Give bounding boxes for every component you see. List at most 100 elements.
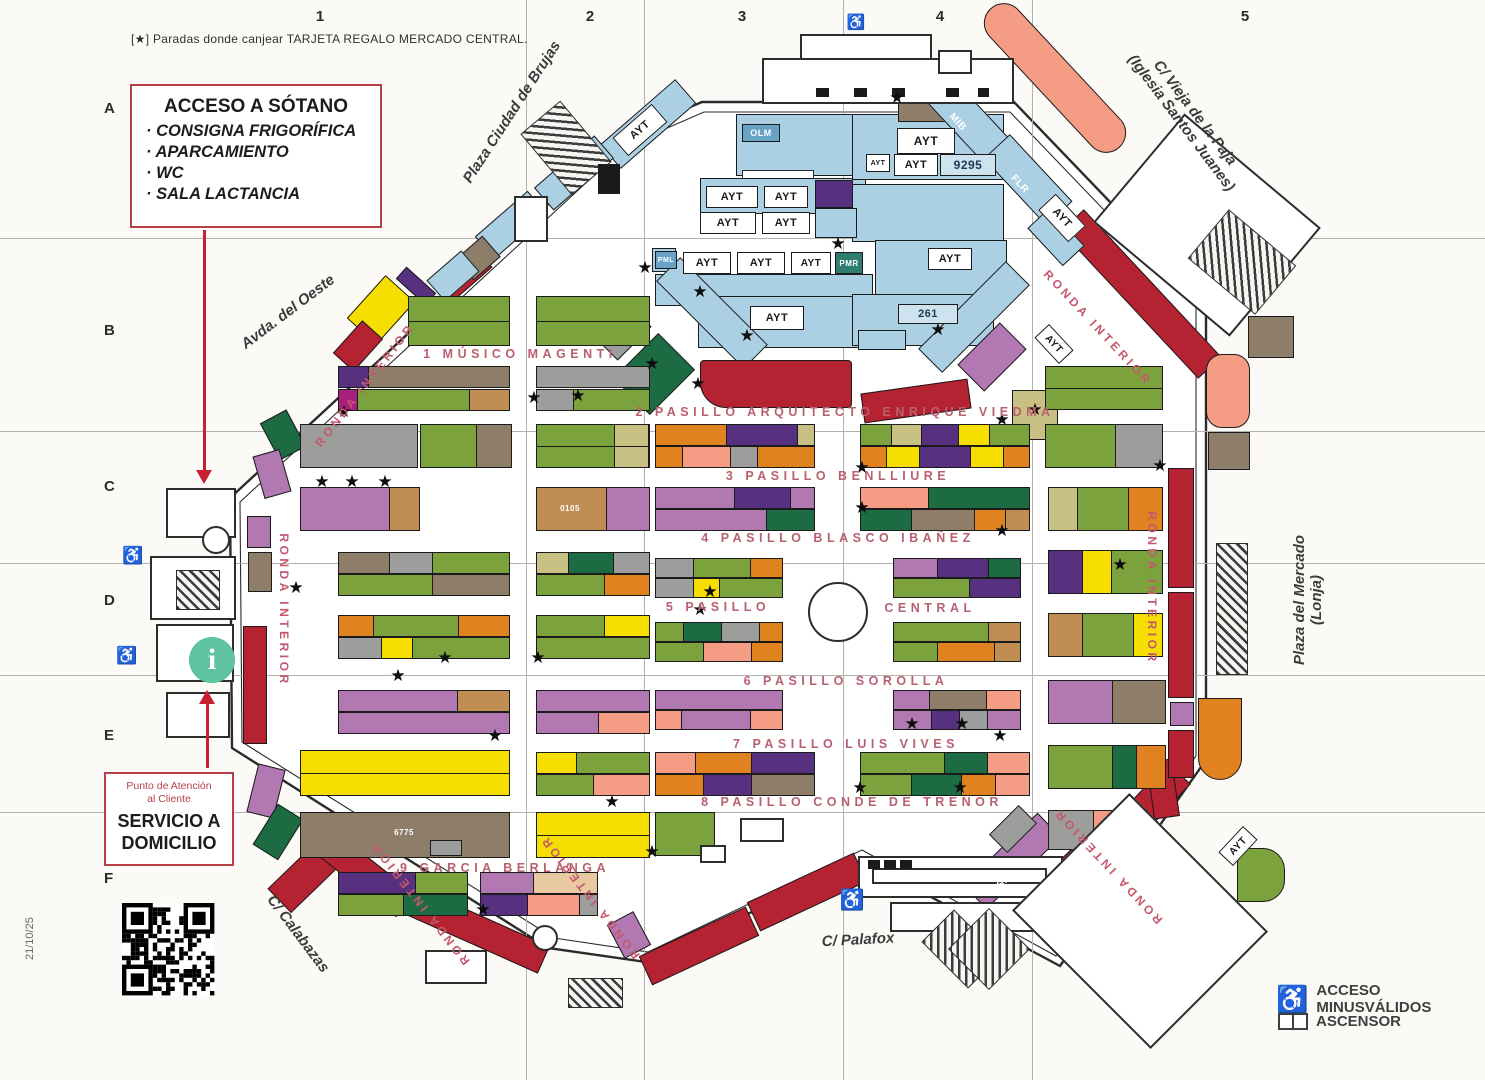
- aisle-label: 1 MÚSICO MAGENTI: [423, 347, 617, 361]
- stall-block: [1198, 698, 1242, 780]
- structure-outline: [740, 818, 784, 842]
- stall-cell: [861, 488, 929, 508]
- stall-block: [1045, 424, 1163, 468]
- star-legend: [★] Paradas donde canjear TARJETA REGALO…: [131, 32, 528, 46]
- circle-structure: [532, 925, 558, 951]
- gift-card-star-icon: ★: [487, 726, 503, 745]
- structure-outline: [700, 845, 726, 863]
- legend-access-label: ACCESO MINUSVÁLIDOS: [1316, 982, 1432, 1016]
- stall-cell: [1049, 551, 1084, 593]
- stall-cell: [606, 488, 649, 530]
- gift-card-star-icon: ★: [889, 88, 905, 107]
- stall-cell: [861, 775, 912, 795]
- ronda-interior-label: RONDA INTERIOR: [277, 533, 291, 687]
- stall-cell: [481, 873, 534, 893]
- grid-col-label: 2: [585, 8, 595, 25]
- stall-code-chip: AYT: [897, 128, 955, 154]
- stall-cell: [758, 447, 814, 467]
- stall-cell: [970, 447, 1005, 467]
- stall-cell: [368, 367, 509, 387]
- stall-block: [1048, 613, 1163, 657]
- stall-cell: [339, 616, 374, 636]
- stall-cell: [1046, 425, 1116, 467]
- stall-block: [536, 296, 650, 346]
- gift-card-star-icon: ★: [644, 842, 660, 861]
- gift-card-star-icon: ★: [690, 374, 706, 393]
- stall-cell: [861, 753, 945, 773]
- gift-card-star-icon: ★: [604, 792, 620, 811]
- stall-cell: [996, 775, 1029, 795]
- stall-cell: [301, 488, 390, 530]
- stall-cell: [735, 488, 791, 508]
- stall-cell: [988, 711, 1021, 729]
- stall-block: [860, 424, 1030, 446]
- gift-card-star-icon: ★: [336, 402, 352, 421]
- stall-block: [1168, 730, 1194, 778]
- wheelchair-icon: ♿: [846, 14, 866, 31]
- stall-cell: [1049, 746, 1113, 788]
- gift-card-star-icon: ★: [994, 521, 1010, 540]
- grid-row-label: B: [104, 322, 115, 339]
- stall-code-chip: AYT: [866, 154, 890, 172]
- acceso-item: · SALA LACTANCIA: [146, 185, 300, 203]
- stall-block: [655, 622, 783, 642]
- acceso-sotano-box: ACCESO A SÓTANO · CONSIGNA FRIGORÍFICA· …: [130, 84, 382, 228]
- gift-card-star-icon: ★: [702, 582, 718, 601]
- stall-cell: [704, 643, 753, 661]
- stall-cell: [989, 425, 1029, 445]
- acceso-item: · WC: [146, 164, 184, 182]
- structure-outline: [938, 50, 972, 74]
- wheelchair-icon: ♿: [122, 546, 144, 565]
- stall-block: [893, 710, 1021, 730]
- stall-block: [338, 615, 510, 637]
- elevator-icon: [1278, 1013, 1308, 1030]
- gift-card-star-icon: ★: [1152, 456, 1168, 475]
- stall-cell: [911, 510, 976, 530]
- grid-line: [0, 675, 1485, 676]
- gift-card-star-icon: ★: [314, 472, 330, 491]
- stall-code-chip: PML: [655, 251, 677, 269]
- qr-code: [122, 903, 215, 1001]
- gift-card-star-icon: ★: [994, 410, 1010, 429]
- stall-cell: [537, 775, 594, 795]
- stall-block: [893, 642, 1021, 662]
- stall-cell: [751, 559, 782, 577]
- stall-cell: [1049, 488, 1078, 530]
- stall-block: [338, 574, 510, 596]
- stall-block: [858, 330, 906, 350]
- aisle-label: 4 PASILLO BLASCO IBAÑEZ: [701, 531, 975, 545]
- gift-card-star-icon: ★: [437, 648, 453, 667]
- stall-cell: [537, 713, 600, 733]
- stall-cell: [537, 488, 607, 530]
- wheelchair-icon: ♿: [839, 889, 865, 912]
- grid-row-label: A: [104, 100, 115, 117]
- legend-access: ♿ ACCESO MINUSVÁLIDOS: [1276, 982, 1485, 1016]
- stall-cell: [477, 425, 511, 467]
- stall-cell: [656, 510, 767, 530]
- stall-cell: [945, 753, 988, 773]
- gift-card-star-icon: ★: [904, 714, 920, 733]
- stall-cell: [962, 775, 996, 795]
- aisle-label: 9 GARCIA BERLANGA: [399, 861, 611, 875]
- gift-card-star-icon: ★: [1112, 555, 1128, 574]
- circle-structure: [202, 526, 230, 554]
- stall-block: [338, 712, 510, 734]
- stall-cell: [339, 367, 369, 387]
- stall-cell: [339, 575, 433, 595]
- stall-block: [420, 424, 512, 468]
- stall-cell: [403, 895, 467, 915]
- stall-cell: [656, 753, 696, 773]
- stall-code-chip: AYT: [894, 154, 938, 176]
- stall-block: [860, 446, 1030, 468]
- stall-cell: [537, 616, 605, 636]
- stall-cell: [759, 623, 783, 641]
- stall-block: [655, 446, 815, 468]
- stall-block: [655, 424, 815, 446]
- grid-col-label: 5: [1240, 8, 1250, 25]
- stall-block: [338, 389, 510, 411]
- stall-cell: [373, 616, 459, 636]
- stall-cell: [790, 488, 814, 508]
- stall-cell: [751, 775, 814, 795]
- stall-code-chip: AYT: [700, 212, 756, 234]
- stall-block: [655, 642, 783, 662]
